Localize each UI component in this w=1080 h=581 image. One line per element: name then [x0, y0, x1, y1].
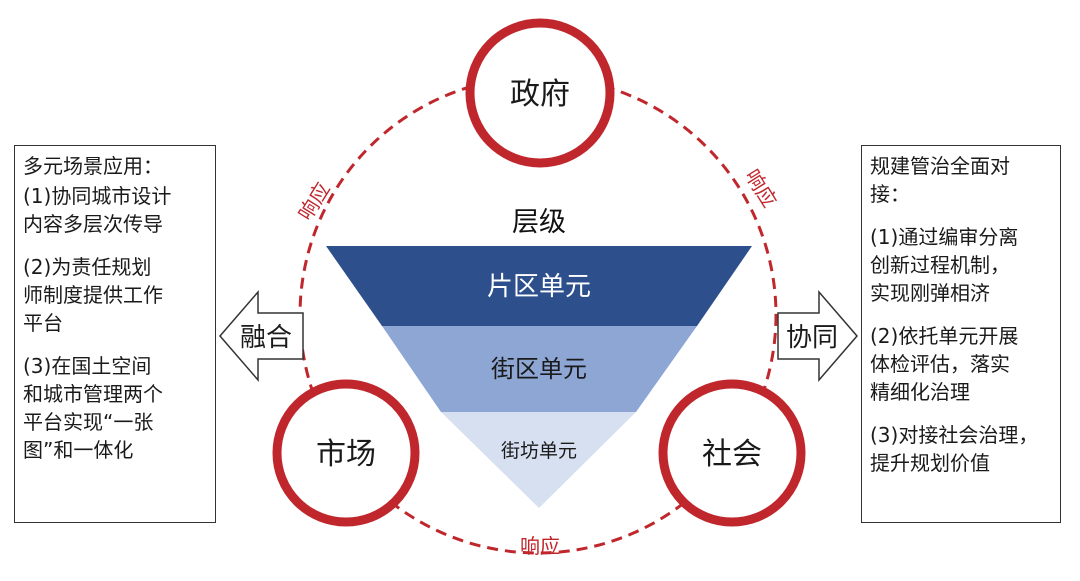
node-society-label: 社会 — [702, 437, 762, 472]
left-panel: 多元场景应用： (1)协同城市设计 内容多层次传导 (2)为责任规划 师制度提供… — [14, 145, 216, 523]
right-arrow-label: 协同 — [786, 323, 838, 353]
right-panel-item-1: (1)通过编审分离 创新过程机制， 实现刚弹相济 — [870, 225, 1019, 305]
right-panel-item-3: (3)对接社会治理， 提升规划价值 — [870, 423, 1039, 475]
response-label-bottom: 响应 — [520, 534, 560, 558]
level-2-label: 街区单元 — [491, 355, 587, 383]
right-panel-item-2: (2)依托单元开展 体检评估，落实 精细化治理 — [870, 324, 1019, 404]
level-3-band — [441, 412, 636, 508]
left-panel-item-1: (1)协同城市设计 内容多层次传导 — [23, 184, 172, 236]
left-arrow — [219, 289, 304, 383]
node-government-label: 政府 — [510, 77, 570, 112]
node-market-label: 市场 — [316, 437, 376, 472]
level-1-label: 片区单元 — [487, 272, 591, 302]
left-panel-title: 多元场景应用： — [23, 154, 163, 178]
level-2-band — [382, 326, 697, 412]
left-panel-item-2: (2)为责任规划 师制度提供工作 平台 — [23, 255, 163, 335]
node-government-ring — [465, 18, 615, 168]
right-panel-title: 规建管治全面对 接： — [870, 154, 1010, 206]
left-arrow-label: 融合 — [240, 323, 292, 353]
level-1-band — [326, 246, 752, 326]
node-market-ring — [272, 379, 420, 527]
hierarchy-title: 层级 — [512, 207, 566, 238]
right-panel: 规建管治全面对 接： (1)通过编审分离 创新过程机制， 实现刚弹相济 (2)依… — [861, 145, 1061, 523]
level-3-label: 街坊单元 — [501, 440, 577, 462]
right-arrow — [777, 289, 858, 383]
response-label-right: 响应 — [740, 165, 782, 212]
left-panel-item-3: (3)在国土空间 和城市管理两个 平台实现“一张 图”和一体化 — [23, 354, 163, 462]
node-society-ring — [658, 379, 806, 527]
